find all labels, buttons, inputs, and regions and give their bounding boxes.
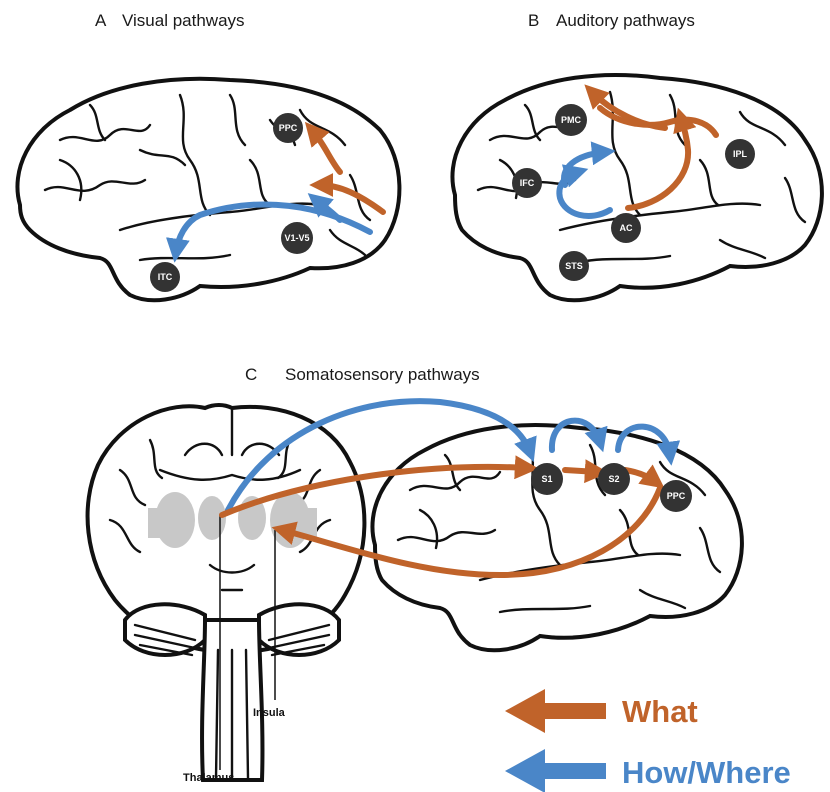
panel-a-title: Visual pathways [122,11,245,30]
panel-c-title: Somatosensory pathways [285,365,480,384]
coronal-section [88,405,365,780]
node-a-itc: ITC [150,262,180,292]
node-b-ac: AC [611,213,641,243]
node-b-sts: STS [559,251,589,281]
node-c-ppc: PPC [660,480,692,512]
node-c-s2: S2 [598,463,630,495]
panel-c-brain [372,425,741,650]
panel-b-title: Auditory pathways [556,11,695,30]
legend-how-where: How/Where [505,749,791,792]
brain-b-outline [452,75,821,300]
legend-what-arrow-shaft [540,703,606,719]
legend: What How/Where [505,689,791,792]
svg-text:PPC: PPC [279,123,298,133]
node-a-ppc: PPC [273,113,303,143]
legend-what: What [505,689,698,733]
node-b-ipl: IPL [725,139,755,169]
svg-text:ITC: ITC [158,272,173,282]
legend-how-arrow-shaft [540,763,606,779]
svg-text:IPL: IPL [733,149,748,159]
panel-c-letter: C [245,365,257,384]
svg-text:V1-V5: V1-V5 [284,233,309,243]
node-c-s1: S1 [531,463,563,495]
node-a-v1v5: V1-V5 [281,222,313,254]
legend-what-arrow-head [505,689,545,733]
brain-c-outline [372,425,741,650]
panel-a-letter: A [95,11,107,30]
insula-label: Insula [253,707,286,719]
legend-what-label: What [622,694,698,729]
node-b-ifc: IFC [512,168,542,198]
panel-b-brain [452,75,821,300]
node-b-pmc: PMC [555,104,587,136]
svg-text:STS: STS [565,261,583,271]
svg-text:S1: S1 [541,474,552,484]
svg-text:S2: S2 [608,474,619,484]
thalamus-label: Thalamus [183,772,234,784]
svg-text:AC: AC [620,223,633,233]
svg-text:PPC: PPC [667,491,686,501]
arrow-c-what-s1-s2 [565,470,598,472]
panel-b-letter: B [528,11,539,30]
svg-text:IFC: IFC [520,178,535,188]
svg-text:PMC: PMC [561,115,582,125]
legend-how-where-label: How/Where [622,755,791,790]
legend-how-arrow-head [505,749,545,792]
